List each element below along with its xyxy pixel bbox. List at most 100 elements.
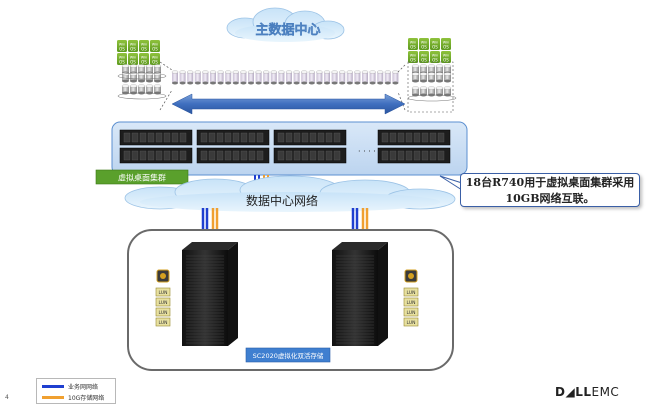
svg-text:OS: OS [421, 45, 427, 50]
svg-text:OS: OS [432, 58, 438, 63]
svg-text:Win: Win [119, 43, 126, 47]
legend-label: 业务网网络 [68, 383, 99, 391]
svg-text:LUN: LUN [407, 290, 416, 296]
svg-text:Win: Win [152, 56, 159, 60]
vm-badge [419, 38, 429, 50]
disk-cylinder [179, 70, 186, 85]
disk-cylinder [392, 70, 399, 85]
lun-tag [403, 297, 419, 307]
svg-text:OS: OS [443, 45, 449, 50]
callout-line-1: 18台R740用于虚拟桌面集群采用 [465, 176, 635, 189]
disk-cylinder [411, 86, 420, 97]
r740-server [377, 147, 451, 164]
disk-cylinder [316, 70, 323, 85]
disk-cylinder [270, 70, 277, 85]
r740-server [119, 129, 193, 146]
disk-cylinder [419, 72, 428, 83]
vm-badge [408, 51, 418, 63]
lun-tag [403, 317, 419, 327]
vmotion-double-arrow [171, 93, 406, 115]
vm-badge [150, 40, 160, 52]
vdi-cluster-label: 虚拟桌面集群 [118, 173, 166, 183]
main-datacenter-cloud [226, 7, 345, 42]
lun-tag [155, 297, 171, 307]
dashed-connector [397, 91, 406, 111]
ellipsis-text: · · · · · [358, 147, 381, 156]
disk-cylinder [308, 70, 315, 85]
disk-cylinder [121, 84, 130, 95]
vdi-cluster-tag [95, 169, 189, 185]
disk-cylinder [194, 70, 201, 85]
disk-cylinder [263, 70, 270, 85]
storage-label: SC2020虚拟化双活存储 [253, 351, 324, 360]
storage-label-tag [245, 347, 331, 363]
svg-text:LUN: LUN [407, 310, 416, 316]
legend-item-storage: 10G存储网络 [42, 392, 104, 402]
lun-tag [155, 307, 171, 317]
storage-tower-left [182, 242, 238, 346]
disk-cylinder [293, 70, 300, 85]
svg-text:LUN: LUN [407, 300, 416, 306]
callout-pointer [439, 175, 463, 191]
disk-cylinder [232, 70, 239, 85]
legend: 业务网网络 10G存储网络 [36, 378, 116, 404]
lun-icons-left: LUN LUN LUN LUN [155, 269, 171, 327]
svg-text:Win: Win [410, 54, 417, 58]
data-network-cloud [124, 175, 456, 212]
lun-icons-right: LUN LUN LUN LUN [403, 269, 419, 327]
virtual-desktop-pool [171, 70, 399, 85]
disk-cylinder [435, 72, 444, 83]
legend-label: 10G存储网络 [68, 394, 105, 402]
disk-cylinder [377, 70, 384, 85]
r740-server [273, 147, 347, 164]
disk-cylinder [384, 70, 391, 85]
r740-server [196, 129, 270, 146]
disk-cylinder [129, 72, 138, 83]
svg-text:OS: OS [152, 60, 158, 65]
vm-badge [441, 51, 451, 63]
disk-cylinder [145, 72, 154, 83]
vm-badge [430, 51, 440, 63]
right-disk-stack [407, 64, 457, 102]
svg-text:OS: OS [421, 58, 427, 63]
vm-badges-left: Win Win Win Win OS OS OS OS Win Win Win … [117, 40, 160, 65]
disk-cylinder [361, 70, 369, 85]
disk-cylinder [225, 70, 232, 85]
disk-cylinder [411, 72, 420, 83]
lun-tag [155, 287, 171, 297]
disk-cylinder [339, 70, 346, 85]
vm-badge [408, 38, 418, 50]
svg-text:Win: Win [421, 54, 428, 58]
disk-cylinder [153, 84, 162, 95]
lun-tag [403, 307, 419, 317]
disk-cylinder [285, 70, 293, 85]
svg-text:Win: Win [141, 56, 148, 60]
svg-text:Win: Win [130, 43, 137, 47]
storage-tower-right [332, 242, 388, 346]
svg-text:LUN: LUN [159, 310, 168, 316]
svg-text:OS: OS [119, 47, 125, 52]
disk-cylinder [247, 70, 255, 85]
disk-cylinder [427, 72, 436, 83]
page-number: 4 [5, 394, 9, 401]
legend-swatch [42, 384, 64, 388]
svg-text:OS: OS [432, 45, 438, 50]
disk-cylinder [202, 70, 209, 85]
svg-text:Win: Win [443, 54, 450, 58]
disk-cylinder [278, 70, 285, 85]
disk-cylinder [443, 86, 452, 97]
svg-text:Win: Win [141, 43, 148, 47]
legend-item-business: 业务网网络 [42, 381, 98, 391]
svg-text:Win: Win [443, 41, 450, 45]
svg-text:LUN: LUN [159, 300, 168, 306]
legend-swatch [42, 395, 64, 399]
svg-text:OS: OS [410, 58, 416, 63]
left-disk-stack [117, 64, 167, 100]
vm-badge [150, 53, 160, 65]
disk-cylinder [187, 70, 194, 85]
vm-badge [128, 53, 138, 65]
disk-cylinder [209, 70, 217, 85]
disk-cylinder [171, 70, 179, 85]
svg-text:OS: OS [119, 60, 125, 65]
storage-volume-icon-dot [160, 273, 166, 279]
